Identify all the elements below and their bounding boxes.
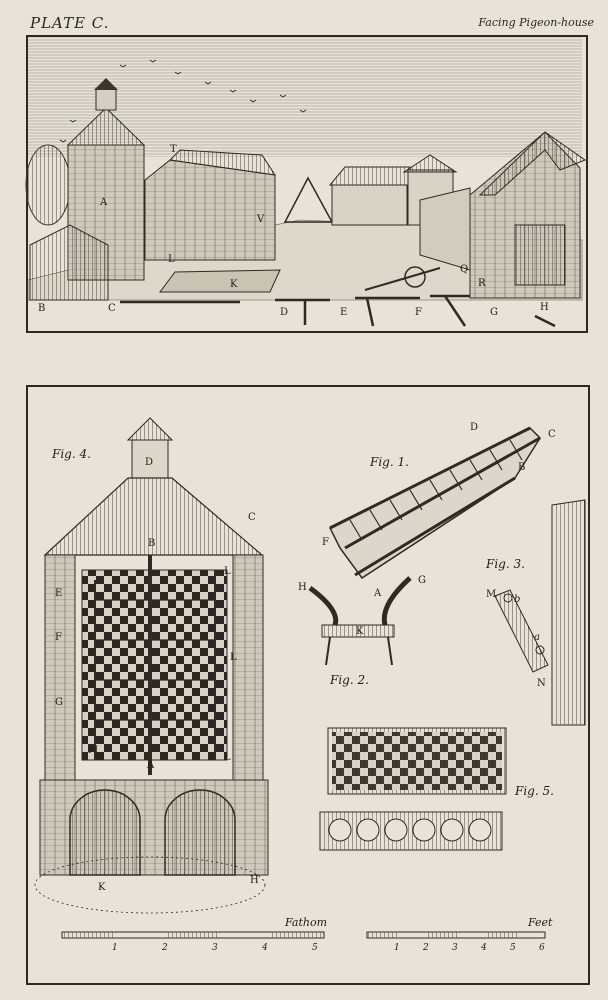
fig3-letter-b: b — [514, 594, 520, 605]
scene-letter-c: C — [108, 303, 116, 314]
fig5-caption: Fig. 5. — [514, 784, 554, 798]
fig1-letter-c: C — [548, 429, 556, 440]
facing-caption: Facing Pigeon-house — [478, 16, 594, 29]
feet-num-6: 6 — [539, 943, 545, 953]
fig4-letter-h: H — [250, 875, 259, 886]
fig1-letter-b: B — [518, 462, 525, 473]
scale-feet-bar — [366, 931, 546, 939]
feet-num-1: 1 — [394, 943, 400, 953]
fig5-nest-wall — [319, 727, 507, 851]
scene-letter-k: K — [230, 279, 238, 290]
fathom-num-1: 1 — [112, 943, 118, 953]
scene-letter-h: H — [540, 302, 549, 313]
fathom-num-4: 4 — [261, 943, 268, 953]
scene-letter-l: L — [168, 254, 175, 265]
feet-label: Feet — [527, 916, 553, 929]
plate-title: PLATE C. — [30, 14, 110, 32]
fig3-fitting — [494, 499, 586, 726]
scene-letter-r: R — [478, 278, 486, 289]
fig1-letter-a: A — [373, 588, 382, 599]
scene-letter-q: Q — [460, 264, 468, 275]
fig1-letter-f: F — [322, 537, 329, 548]
fig1-caption: Fig. 1. — [369, 455, 409, 469]
fig4-letter-c: C — [248, 512, 256, 523]
fig2-support — [308, 576, 412, 666]
fathom-label: Fathom — [284, 916, 327, 929]
fig4-letter-l2: L — [230, 652, 237, 663]
fig1-letter-d: D — [470, 422, 478, 433]
scene-letter-f: F — [415, 307, 422, 318]
fig3-caption: Fig. 3. — [485, 557, 525, 571]
fig4-letter-a: A — [146, 760, 155, 771]
fig3-letter-m: M — [486, 589, 496, 600]
feet-num-5: 5 — [510, 943, 516, 953]
fathom-num-2: 2 — [161, 943, 168, 953]
fathom-num-3: 3 — [212, 943, 218, 953]
fig2-caption: Fig. 2. — [329, 673, 369, 687]
scene-letter-e: E — [340, 307, 347, 318]
scale-fathom-bar — [61, 931, 325, 939]
fig2-letter-h: H — [298, 582, 307, 593]
fig4-letter-d: D — [145, 457, 153, 468]
feet-num-3: 3 — [452, 943, 458, 953]
fig4-letter-f: F — [55, 632, 62, 643]
scene-letter-g: G — [490, 307, 498, 318]
scene-letter-d: D — [280, 307, 288, 318]
fig4-letter-l3: L — [224, 752, 231, 763]
fig4-letter-k: K — [98, 882, 106, 893]
scene-letter-b: B — [38, 303, 45, 314]
feet-num-2: 2 — [422, 943, 429, 953]
fig1-rack — [328, 426, 541, 580]
scene-letter-a: A — [99, 197, 108, 208]
fig3-letter-n: N — [537, 678, 546, 689]
fig4-caption: Fig. 4. — [51, 447, 91, 461]
fig4-letter-m: M — [88, 745, 98, 756]
fig4-letter-g: G — [55, 697, 63, 708]
fig4-letter-b: B — [148, 538, 155, 549]
fig2-letter-k: K — [356, 626, 364, 637]
feet-num-4: 4 — [480, 943, 487, 953]
scene-letter-v: V — [256, 214, 265, 225]
fathom-num-5: 5 — [312, 943, 318, 953]
figures-frame — [26, 385, 590, 985]
scene-letter-t: T — [170, 144, 177, 155]
fig4-dovecote — [34, 417, 269, 914]
fig2-letter-g: G — [418, 575, 426, 586]
fig4-letter-l1: L — [224, 566, 231, 577]
fig4-letter-e: E — [55, 588, 62, 599]
fig3-letter-a: a — [534, 632, 540, 643]
top-scene — [25, 37, 587, 328]
